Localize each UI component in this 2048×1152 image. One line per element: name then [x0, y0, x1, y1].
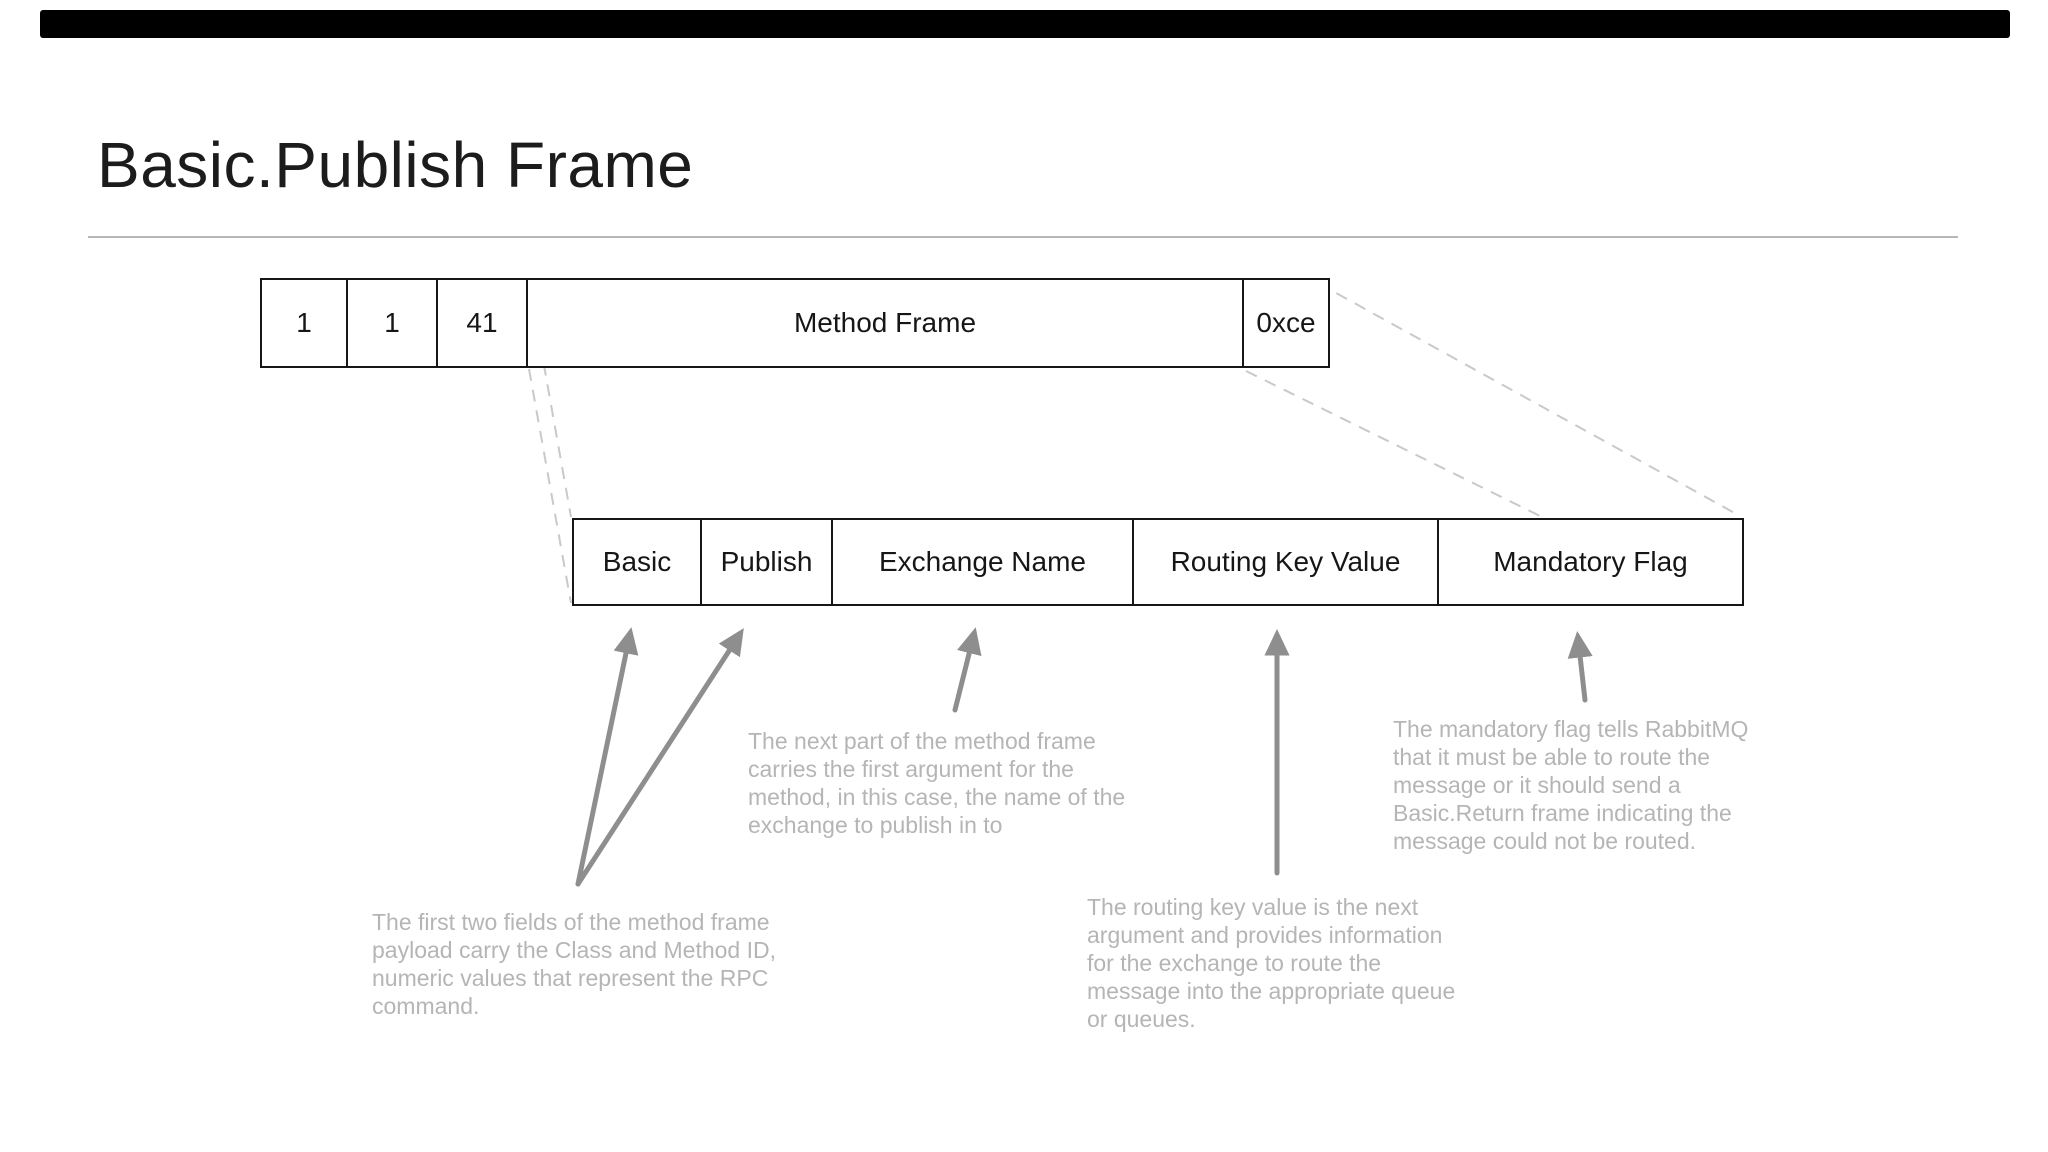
- dashed-connector-right-bottom: [1245, 370, 1541, 517]
- method-frame-row: 1 1 41 Method Frame 0xce: [260, 278, 1330, 368]
- note-routing-key: The routing key value is the next argume…: [1087, 894, 1456, 1032]
- frame-field-type: 1: [260, 278, 348, 368]
- dashed-connector-left-bottom: [528, 368, 572, 604]
- payload-field-mandatory-flag: Mandatory Flag: [1439, 518, 1744, 606]
- payload-field-class: Basic: [572, 518, 702, 606]
- arrow-to-mandatory-flag: [1567, 631, 1593, 703]
- arrow-to-exchange-name: [952, 627, 982, 713]
- frame-field-payload-label: Method Frame: [793, 307, 977, 338]
- payload-field-exchange-name-label: Exchange Name: [878, 546, 1086, 577]
- payload-field-routing-key-label: Routing Key Value: [1170, 546, 1401, 577]
- frame-field-size-label: 41: [466, 307, 498, 338]
- method-payload-row: Basic Publish Exchange Name Routing Key …: [572, 518, 1744, 606]
- note-mandatory-flag: The mandatory flag tells RabbitMQ that i…: [1393, 716, 1749, 854]
- frame-field-end-marker-label: 0xce: [1256, 307, 1316, 338]
- frame-field-size: 41: [438, 278, 528, 368]
- payload-field-class-label: Basic: [602, 546, 672, 577]
- frame-field-type-label: 1: [296, 307, 312, 338]
- payload-field-routing-key: Routing Key Value: [1134, 518, 1439, 606]
- note-exchange-name: The next part of the method frame carrie…: [748, 728, 1126, 838]
- payload-field-mandatory-flag-label: Mandatory Flag: [1493, 546, 1688, 577]
- frame-field-payload: Method Frame: [528, 278, 1244, 368]
- payload-field-exchange-name: Exchange Name: [833, 518, 1134, 606]
- title-divider: [88, 236, 1958, 238]
- page-title: Basic.Publish Frame: [97, 129, 694, 201]
- frame-field-channel-label: 1: [384, 307, 400, 338]
- arrow-to-publish: [575, 628, 744, 887]
- arrow-to-basic: [575, 627, 639, 887]
- dashed-connector-right-top: [1317, 282, 1741, 517]
- payload-field-method-label: Publish: [720, 546, 813, 577]
- frame-field-channel: 1: [348, 278, 438, 368]
- frame-field-end-marker: 0xce: [1244, 278, 1330, 368]
- note-class-method-id: The first two fields of the method frame…: [372, 909, 776, 1019]
- top-bar: [40, 10, 2010, 38]
- payload-field-method: Publish: [702, 518, 833, 606]
